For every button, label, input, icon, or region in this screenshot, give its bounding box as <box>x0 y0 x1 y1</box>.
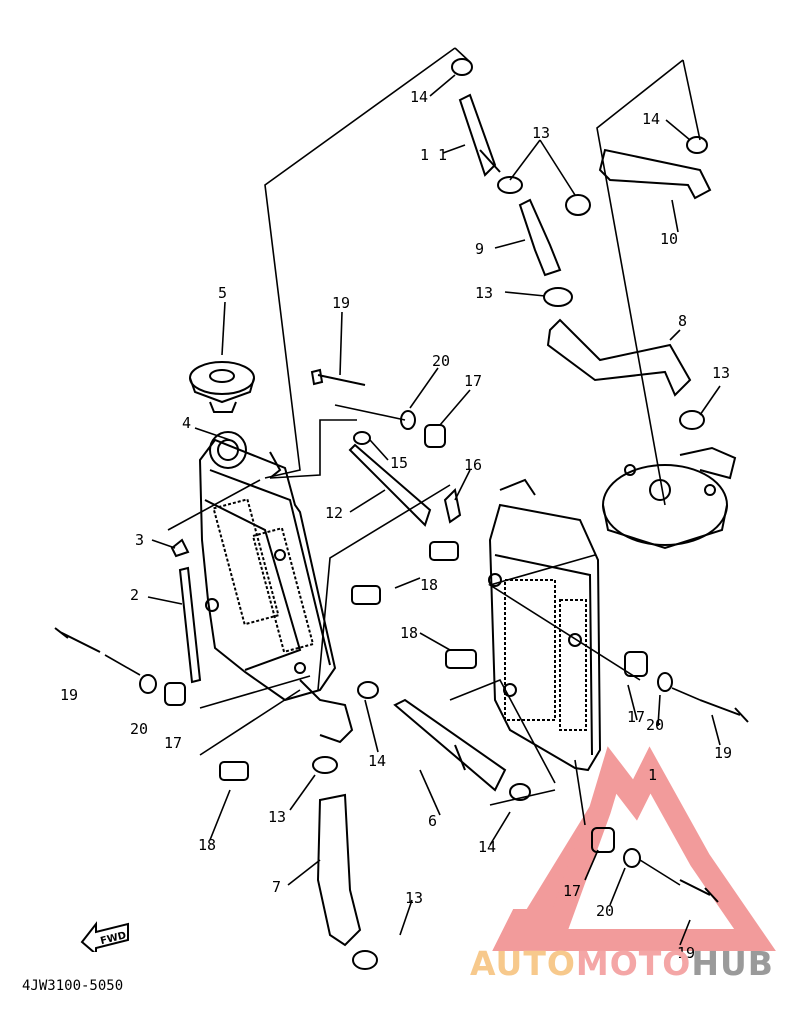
callout-10: 10 <box>660 230 678 248</box>
watermark-text: AUTOMOTOHUB <box>470 944 774 983</box>
callout-20: 20 <box>646 716 664 734</box>
callout-18: 18 <box>198 836 216 854</box>
callout-14: 14 <box>410 88 428 106</box>
callout-19: 19 <box>677 944 695 962</box>
callout-13: 13 <box>268 808 286 826</box>
leader-line <box>334 404 406 421</box>
right-radiator <box>488 478 602 772</box>
callout-18: 18 <box>400 624 418 642</box>
leader-line <box>682 59 701 141</box>
catalog-code: 4JW3100-5050 <box>22 978 124 994</box>
callout-8: 8 <box>678 312 687 330</box>
callout-19: 19 <box>60 686 78 704</box>
watermark-hub: HUB <box>691 944 774 983</box>
leader-line <box>489 789 556 806</box>
callout-17: 17 <box>164 734 182 752</box>
leader-line <box>574 759 586 826</box>
callout-labels: 14 1 1 13 14 9 10 13 5 19 8 20 17 13 4 1… <box>60 88 732 962</box>
callout-13: 13 <box>532 124 550 142</box>
callout-13: 13 <box>712 364 730 382</box>
callout-19: 19 <box>714 744 732 762</box>
callout-6: 6 <box>428 812 437 830</box>
leader-line <box>639 859 681 886</box>
callout-17: 17 <box>563 882 581 900</box>
watermark-logo <box>492 746 776 951</box>
callout-14: 14 <box>642 110 660 128</box>
callout-20: 20 <box>432 352 450 370</box>
leader-line <box>199 689 301 756</box>
callout-2: 2 <box>130 586 139 604</box>
callout-20: 20 <box>596 902 614 920</box>
leader-line <box>269 419 357 479</box>
callout-4: 4 <box>182 414 191 432</box>
radiator-cap <box>189 361 255 413</box>
left-radiator <box>198 431 354 744</box>
callout-17: 17 <box>627 708 645 726</box>
watermark-auto: AUTO <box>470 944 576 983</box>
callout-3: 3 <box>135 531 144 549</box>
callout-7: 7 <box>272 878 281 896</box>
hoses <box>178 93 712 947</box>
callout-17: 17 <box>464 372 482 390</box>
cylinder-head <box>602 446 737 550</box>
leader-line <box>596 59 684 506</box>
callout-1: 1 <box>648 766 657 784</box>
callout-12: 12 <box>325 504 343 522</box>
callout-18: 18 <box>420 576 438 594</box>
callout-19: 19 <box>332 294 350 312</box>
watermark-moto: MOTO <box>575 944 692 983</box>
callout-13: 13 <box>405 889 423 907</box>
leader-line <box>104 654 141 676</box>
callout-16: 16 <box>464 456 482 474</box>
callout-9: 9 <box>475 240 484 258</box>
callout-13: 13 <box>475 284 493 302</box>
small-parts <box>54 58 749 970</box>
leader-line <box>488 554 641 681</box>
leader-line <box>671 687 701 701</box>
callout-5: 5 <box>218 284 227 302</box>
leader-line <box>449 678 556 784</box>
callout-15: 15 <box>390 454 408 472</box>
leader-line <box>199 675 311 709</box>
callout-20: 20 <box>130 720 148 738</box>
callout-14: 14 <box>478 838 496 856</box>
leader-line <box>264 47 456 479</box>
fwd-arrow-icon: FWD <box>80 918 132 957</box>
callout-11: 1 1 <box>420 146 447 164</box>
callout-14: 14 <box>368 752 386 770</box>
